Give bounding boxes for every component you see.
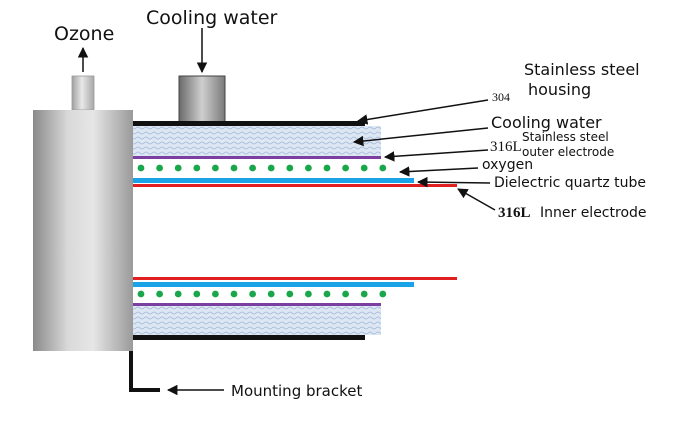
oxygen-dot: [379, 290, 387, 298]
oxygen-dot: [174, 164, 182, 172]
dielectric-label: Dielectric quartz tube: [494, 175, 646, 191]
dielectric-tube-top: [133, 178, 414, 183]
inner-electrode-top: [133, 184, 457, 187]
oxygen-dot: [305, 164, 312, 172]
oxygen-dot: [323, 290, 331, 298]
inner-electrode-arrow: [457, 188, 496, 211]
oxygen-dot: [286, 164, 294, 172]
oxygen-dot: [305, 290, 312, 298]
oxygen-dot: [267, 164, 275, 172]
oxygen-dots-bottom: [137, 290, 387, 298]
ozone-label: Ozone: [54, 23, 114, 45]
grade-316l-inner-label: 316L: [498, 205, 531, 221]
housing-label-line2: housing: [528, 80, 591, 99]
oxygen-dot: [360, 164, 368, 172]
oxygen-dot: [267, 290, 275, 298]
housing-top-plate: [133, 121, 365, 126]
oxygen-dot: [360, 290, 368, 298]
ozone-outlet-pipe: [71, 75, 95, 111]
cooling-water-top-label: Cooling water: [146, 7, 278, 29]
oxygen-dot: [342, 290, 349, 298]
outer-electrode-top: [133, 156, 381, 159]
dielectric-tube-bottom: [133, 282, 414, 287]
outer-electrode-arrow: [383, 149, 489, 162]
cooling-water-inlet: [178, 75, 226, 123]
inner-electrode-bottom: [133, 277, 457, 280]
oxygen-dot: [249, 290, 256, 298]
housing-bottom-plate: [133, 335, 365, 340]
oxygen-dot: [230, 164, 238, 172]
oxygen-dot: [286, 290, 294, 298]
oxygen-dot: [379, 164, 387, 172]
housing-arrow: [356, 99, 489, 125]
oxygen-dot: [193, 290, 201, 298]
housing-label-line1: Stainless steel: [524, 60, 640, 79]
oxygen-dot: [212, 164, 219, 172]
oxygen-dot: [230, 290, 238, 298]
outer-electrode-label-line1: Stainless steel: [522, 130, 609, 144]
oxygen-dot: [137, 290, 145, 298]
oxygen-dot: [212, 290, 219, 298]
oxygen-dot: [249, 164, 256, 172]
oxygen-arrow: [398, 166, 479, 177]
outer-electrode-bottom: [133, 303, 381, 306]
mounting-bracket-label: Mounting bracket: [231, 382, 362, 400]
oxygen-dot: [193, 164, 201, 172]
oxygen-label: oxygen: [482, 157, 533, 173]
grade-304-label: 304: [492, 90, 510, 104]
grade-316l-outer-label: 316L: [490, 139, 522, 155]
oxygen-dot: [174, 290, 182, 298]
mounting-bracket: [129, 351, 160, 392]
cooling-water-side-label: Cooling water: [491, 113, 602, 132]
outer-electrode-label-line2: outer electrode: [522, 145, 614, 159]
steel-cylinder-body: [33, 110, 133, 351]
oxygen-dot: [156, 164, 164, 172]
oxygen-dots-top: [137, 164, 387, 172]
cooling-water-layer-bottom: [133, 306, 381, 335]
dielectric-arrow: [416, 176, 491, 188]
oxygen-dot: [323, 164, 331, 172]
oxygen-dot: [156, 290, 164, 298]
oxygen-dot: [342, 164, 349, 172]
oxygen-dot: [137, 164, 145, 172]
inner-electrode-label: Inner electrode: [540, 205, 647, 221]
cooling-water-layer-top: [133, 126, 381, 156]
cooling-water-arrow: [352, 127, 489, 147]
